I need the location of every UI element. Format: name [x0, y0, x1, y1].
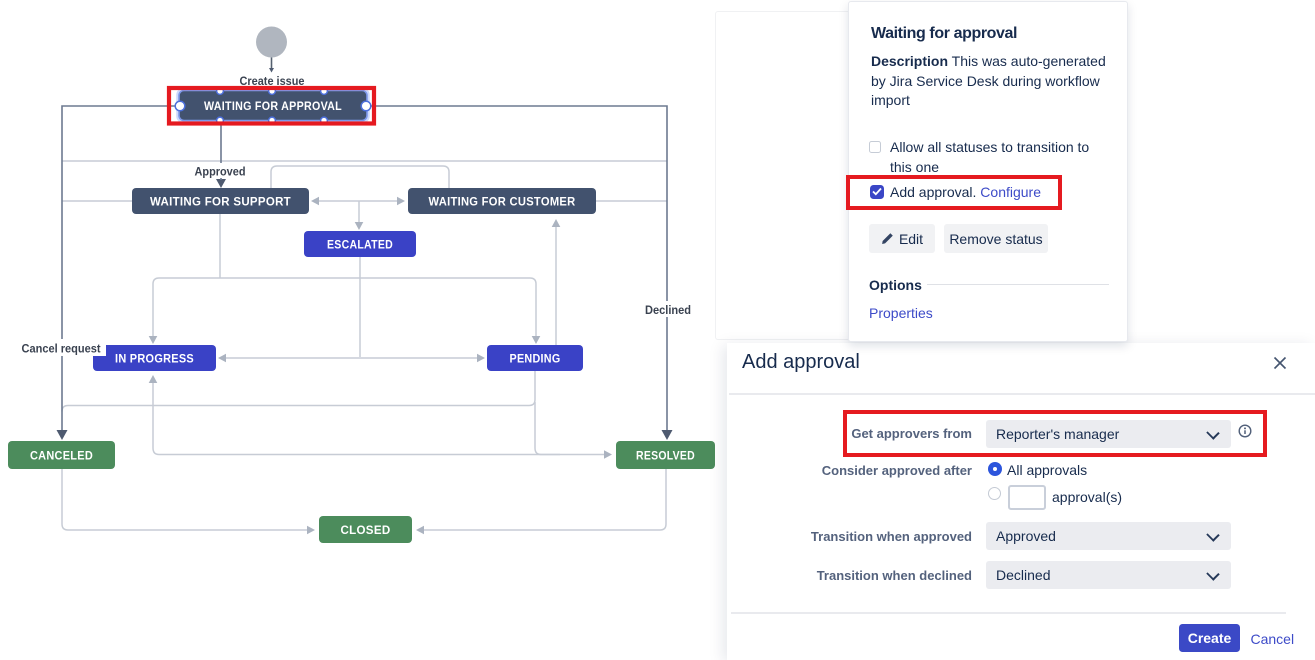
svg-text:WAITING FOR SUPPORT: WAITING FOR SUPPORT [150, 196, 291, 209]
svg-text:Cancel request: Cancel request [22, 342, 101, 356]
svg-text:ESCALATED: ESCALATED [327, 239, 393, 252]
svg-text:PENDING: PENDING [510, 353, 561, 366]
svg-text:Create issue: Create issue [240, 74, 305, 88]
svg-text:CANCELED: CANCELED [30, 450, 93, 463]
svg-text:RESOLVED: RESOLVED [636, 450, 695, 463]
svg-text:Approved: Approved [195, 165, 246, 179]
svg-text:WAITING FOR APPROVAL: WAITING FOR APPROVAL [204, 99, 342, 113]
svg-text:CLOSED: CLOSED [341, 524, 391, 537]
svg-text:Declined: Declined [645, 303, 691, 317]
svg-text:IN PROGRESS: IN PROGRESS [115, 353, 194, 366]
svg-text:WAITING FOR CUSTOMER: WAITING FOR CUSTOMER [429, 196, 576, 209]
